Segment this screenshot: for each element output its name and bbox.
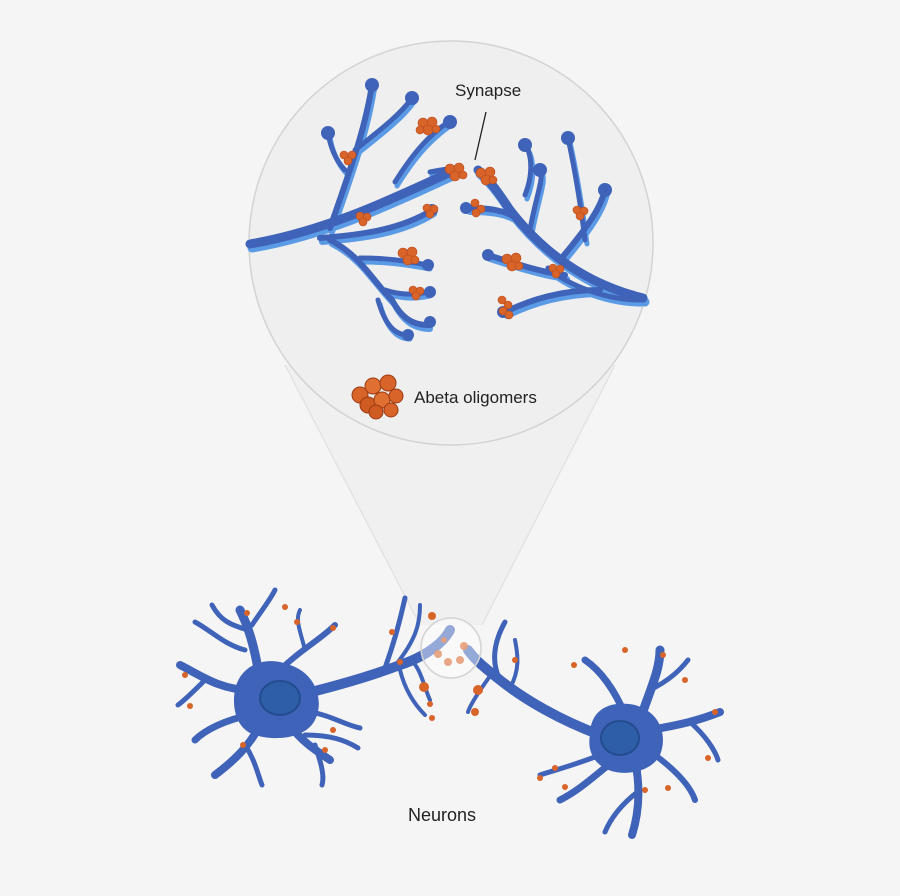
neuron-right xyxy=(463,619,724,839)
oligomer-legend-icon xyxy=(351,374,404,420)
zoomed-oligomer-clusters xyxy=(339,116,589,320)
neuron-right-nucleus xyxy=(600,720,640,756)
oligomers-label: Abeta oligomers xyxy=(414,388,537,407)
neuron-left xyxy=(175,587,455,788)
synapse-pointer-line xyxy=(474,111,487,161)
synapse-label: Synapse xyxy=(455,81,521,100)
synapse-lens-oligomers xyxy=(434,637,468,666)
magnifier-circle xyxy=(248,40,654,446)
synapse-lens xyxy=(420,617,482,679)
magnifier-cone xyxy=(285,365,615,625)
neuron-left-nucleus xyxy=(259,680,301,716)
zoomed-left-spine-heads xyxy=(321,78,457,341)
neurons-label: Neurons xyxy=(408,805,476,825)
